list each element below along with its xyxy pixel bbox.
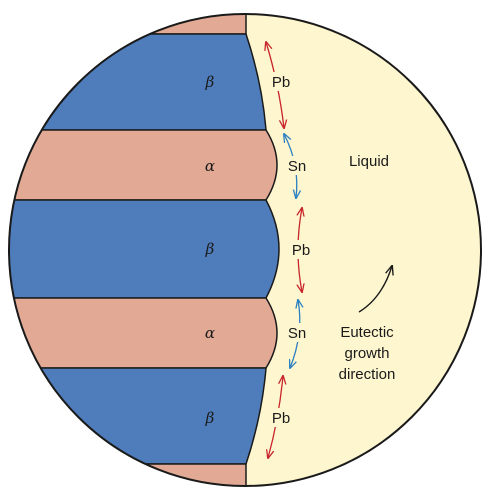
phase-label-beta-1: β [205, 73, 215, 91]
phase-label-alpha-2: α [205, 324, 215, 342]
liquid-label: Liquid [349, 153, 389, 170]
alpha-lamella-1 [9, 129, 278, 201]
element-label-sn-2: Sn [288, 325, 306, 342]
alpha-lamella-2 [9, 297, 278, 369]
phase-label-beta-3: β [205, 409, 215, 427]
element-label-pb-2: Pb [292, 242, 310, 259]
growth-label-line-2: growth [344, 345, 389, 362]
phase-label-alpha-1: α [205, 157, 215, 175]
beta-lamella-1 [9, 33, 267, 131]
element-label-pb-3: Pb [272, 410, 290, 427]
element-label-sn-1: Sn [288, 158, 306, 175]
growth-label-line-1: Eutectic [340, 324, 394, 341]
alpha-lamella-bottom [9, 463, 247, 486]
beta-lamella-2 [9, 199, 280, 299]
element-label-pb-1: Pb [272, 74, 290, 91]
phase-label-beta-2: β [205, 240, 215, 258]
growth-label-line-3: direction [339, 366, 396, 383]
beta-lamella-3 [9, 367, 267, 465]
specimen-outline [8, 13, 482, 487]
growth-direction-arrow [358, 266, 392, 313]
